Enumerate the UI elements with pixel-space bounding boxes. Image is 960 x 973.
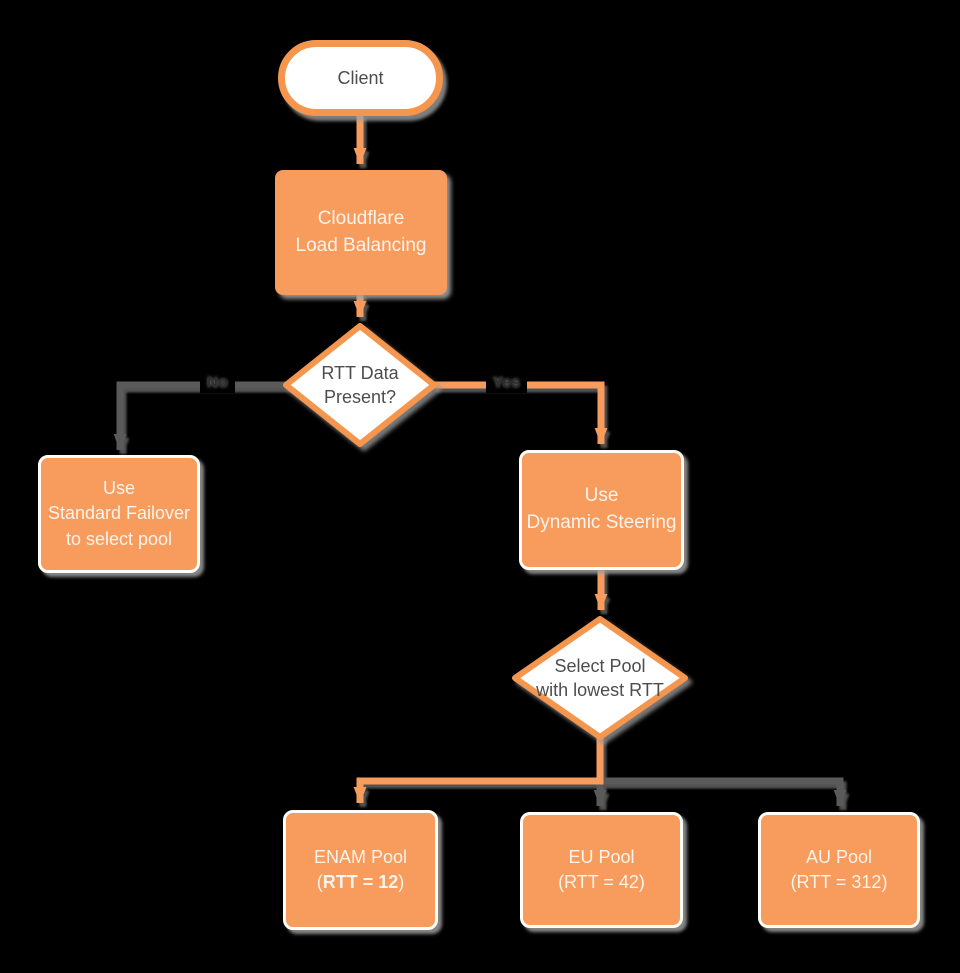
pool-decision-line1: Select Pool <box>554 655 646 676</box>
node-load-balancer-line2: Load Balancing <box>295 234 427 256</box>
enam-pool-rtt-value: RTT = 12 <box>322 872 399 892</box>
edge-label-no: No <box>200 372 235 393</box>
edge-label-yes: Yes <box>486 372 528 393</box>
pool-decision-line2: with lowest RTT <box>536 680 664 700</box>
rtt-decision-line1: RTT Data <box>321 362 399 383</box>
node-rtt-decision-label: RTT Data Present? <box>283 323 437 447</box>
enam-pool-rtt-close: ) <box>398 872 405 892</box>
pool-decision-diamond-shape <box>512 616 688 740</box>
enam-pool-name: ENAM Pool <box>313 846 408 867</box>
au-pool-rtt: (RTT = 312) <box>790 872 888 892</box>
node-enam-pool: ENAM Pool (RTT = 12) <box>283 810 438 930</box>
rtt-decision-line2: Present? <box>323 387 397 407</box>
node-dynamic-steering: Use Dynamic Steering <box>519 450 684 570</box>
edge-to-au-pool <box>600 777 847 807</box>
node-standard-failover: Use Standard Failover to select pool <box>38 455 200 573</box>
standard-failover-line2: Standard Failover <box>47 503 191 524</box>
node-eu-pool: EU Pool (RTT = 42) <box>520 812 683 928</box>
standard-failover-line3: to select pool <box>65 528 173 549</box>
node-client: Client <box>278 40 443 116</box>
dynamic-steering-line2: Dynamic Steering <box>526 512 677 533</box>
node-pool-decision-label: Select Pool with lowest RTT <box>512 616 688 740</box>
edge-yes-line <box>433 381 608 445</box>
node-rtt-decision: RTT Data Present? <box>283 323 437 447</box>
eu-pool-name: EU Pool <box>568 846 635 867</box>
eu-pool-rtt: (RTT = 42) <box>558 872 645 892</box>
dynamic-steering-line1: Use <box>584 485 619 507</box>
enam-pool-rtt: (RTT = 12) <box>317 870 405 895</box>
node-load-balancer-line1: Cloudflare <box>317 207 405 229</box>
node-au-pool: AU Pool (RTT = 312) <box>758 812 920 928</box>
enam-pool-rtt-open: ( <box>316 872 323 892</box>
node-pool-decision: Select Pool with lowest RTT <box>512 616 688 740</box>
node-client-label: Client <box>337 67 384 88</box>
au-pool-name: AU Pool <box>805 846 873 867</box>
edge-to-enam-pool <box>353 736 604 804</box>
node-load-balancer: Cloudflare Load Balancing <box>275 170 447 295</box>
rtt-decision-diamond-shape <box>283 323 437 447</box>
standard-failover-line1: Use <box>102 478 135 499</box>
edge-no-line <box>113 381 289 451</box>
